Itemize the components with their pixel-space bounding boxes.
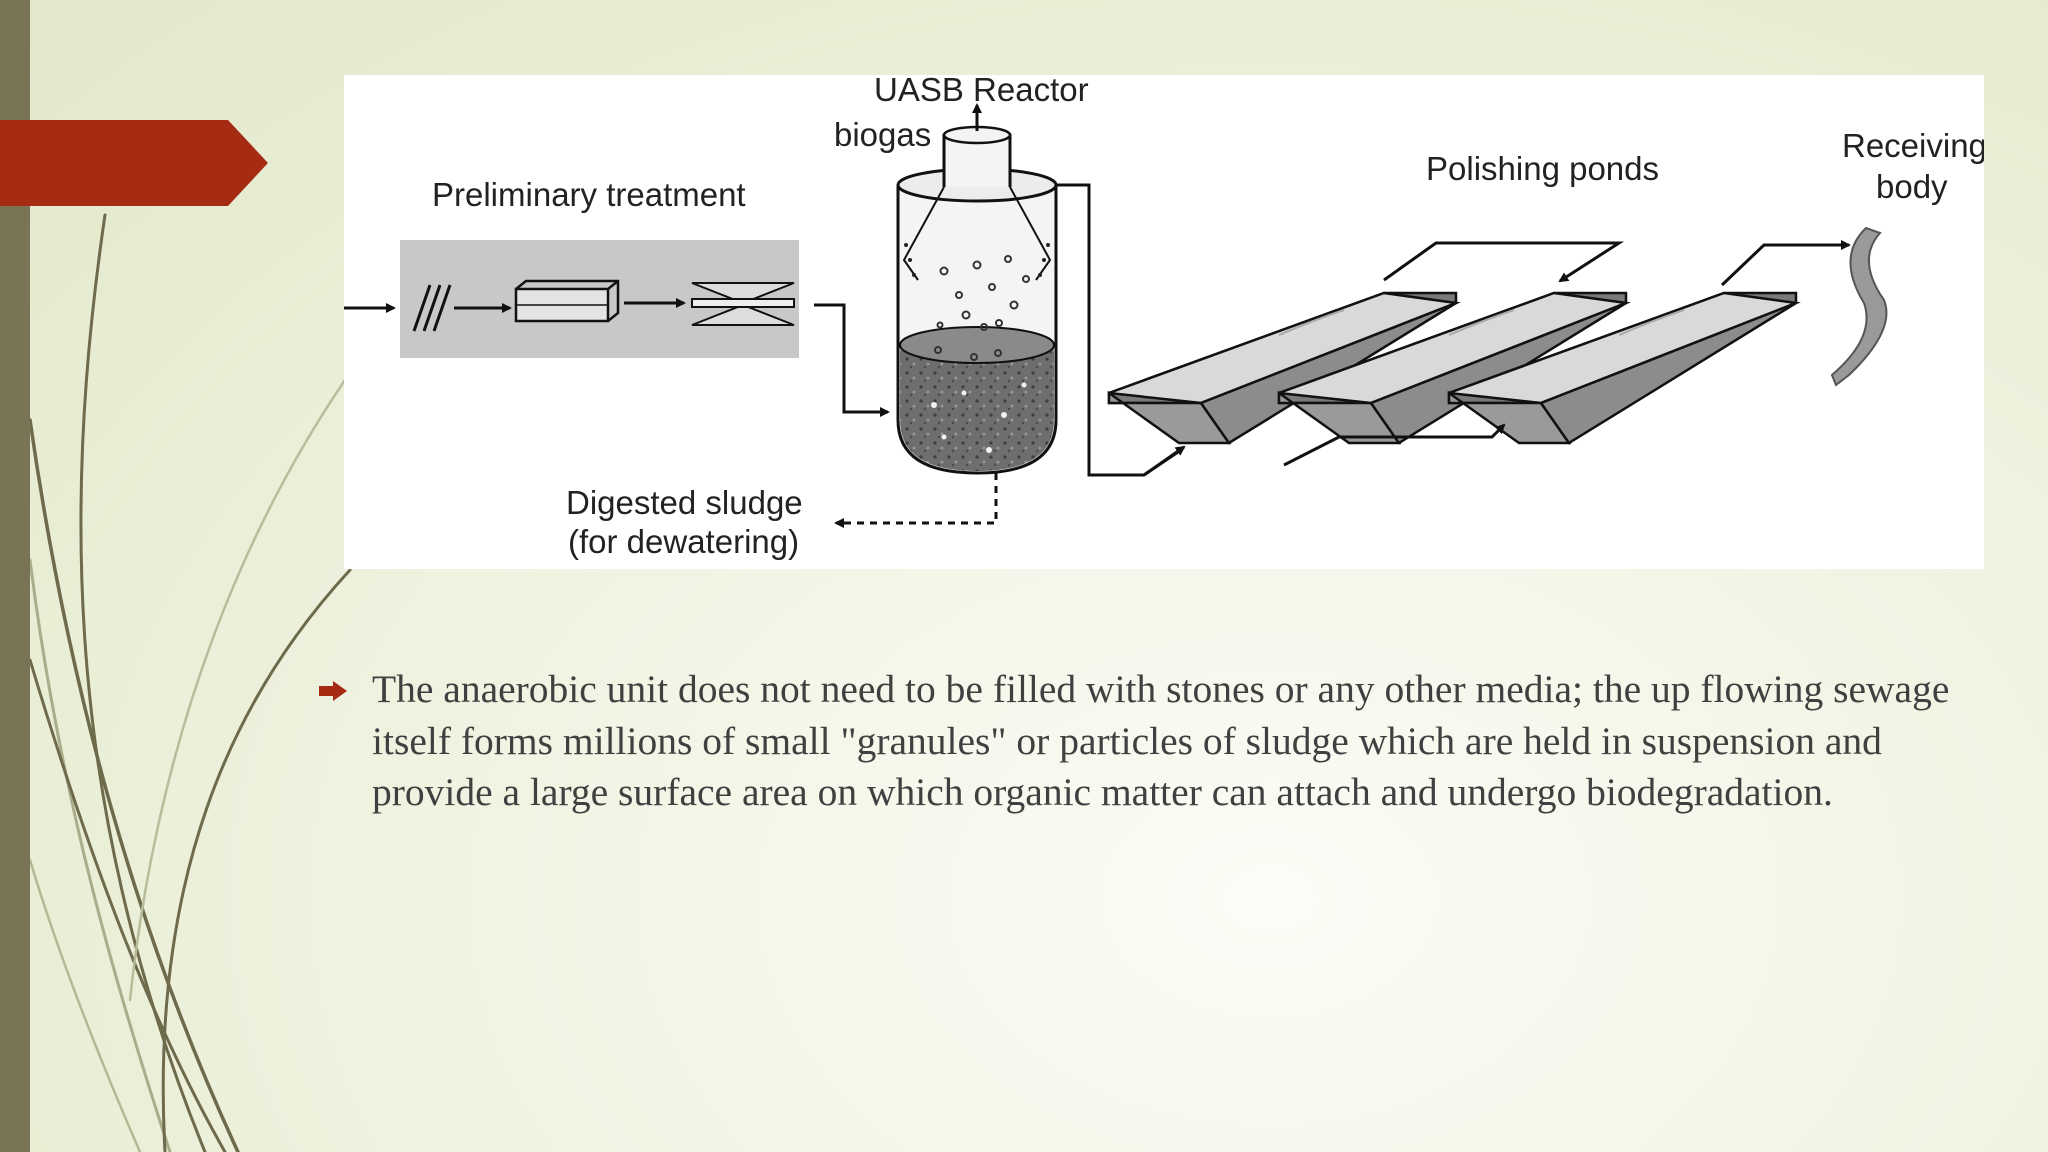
digested-sludge-label-line2: (for dewatering) [568,523,799,560]
bullet-paragraph: The anaerobic unit does not need to be f… [372,667,1950,814]
digested-sludge-label-line1: Digested sludge [566,484,803,521]
accent-arrow-shape [0,120,268,206]
decorative-curves [28,213,352,1152]
uasb-reactor-unit [834,103,1186,528]
receiving-body-river [1830,226,1888,387]
biogas-label: biogas [834,116,931,153]
bullet-item: The anaerobic unit does not need to be f… [318,664,1958,819]
receiving-body-label-line1: Receiving [1842,127,1984,164]
polishing-ponds-unit [1107,240,1851,467]
uasb-process-diagram: UASB Reactor biogas Preliminary treatmen… [344,75,1984,569]
arrow-right-icon [319,681,347,701]
polishing-ponds-label: Polishing ponds [1426,150,1659,187]
preliminary-treatment-label: Preliminary treatment [432,176,746,213]
preliminary-treatment-unit [344,240,890,417]
receiving-body-label-line2: body [1876,168,1948,205]
uasb-reactor-label: UASB Reactor [874,75,1089,108]
